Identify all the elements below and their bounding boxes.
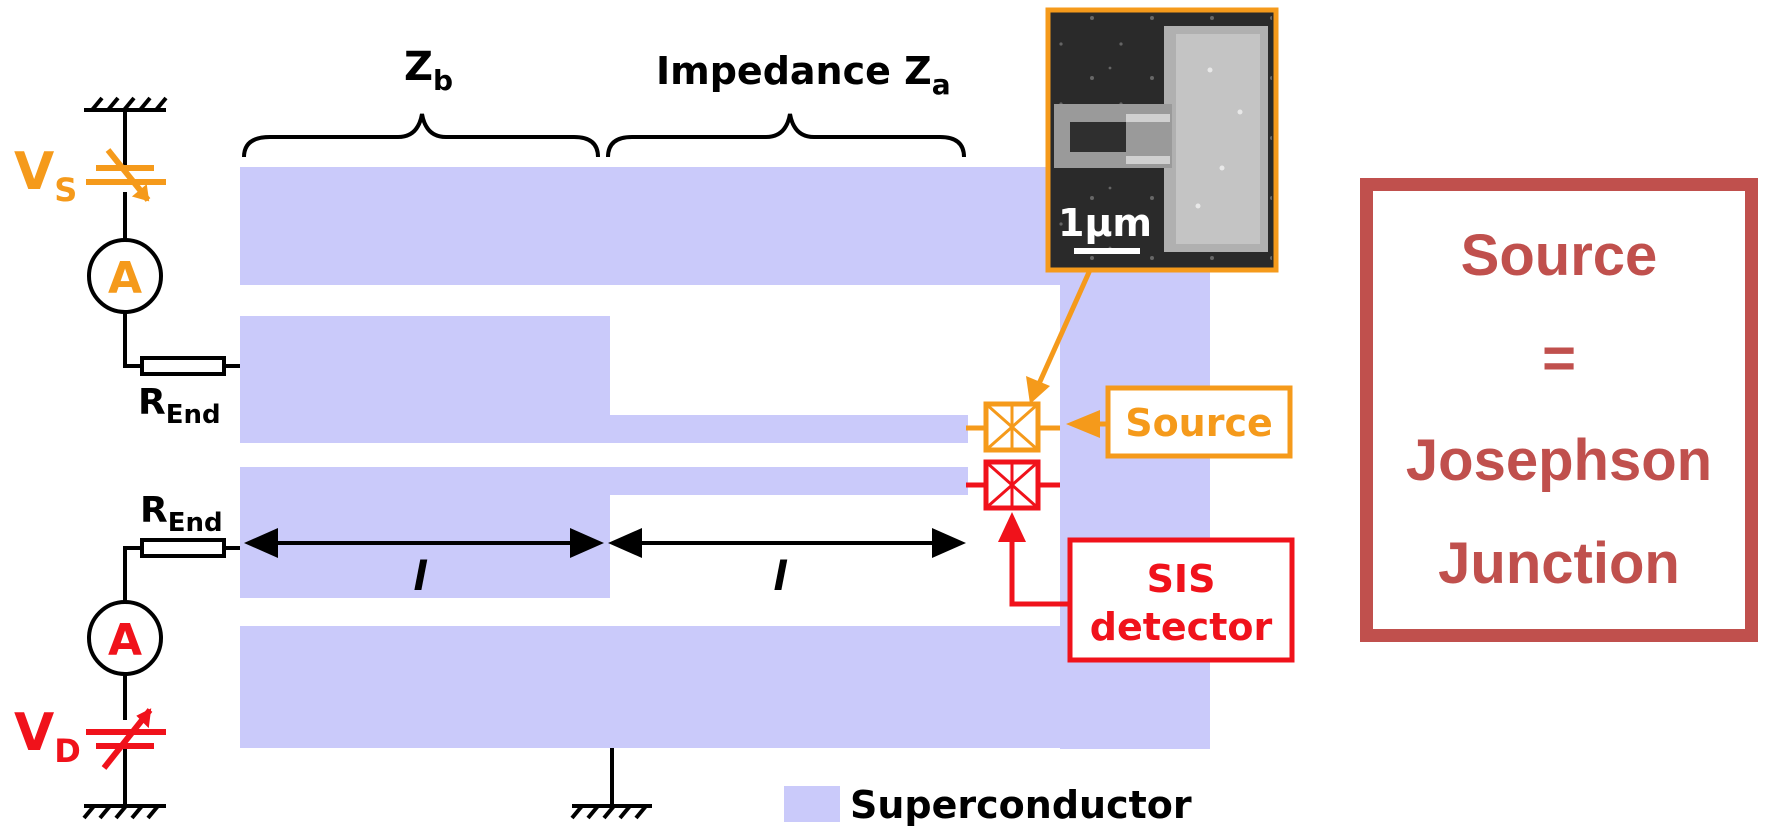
- sem-inset: 1µm: [1026, 7, 1279, 404]
- sis-detector-callout: SIS detector: [998, 512, 1295, 663]
- resistor-top: [140, 356, 226, 376]
- length-arrow-right: [608, 528, 966, 558]
- sis-label-line1: SIS: [1147, 557, 1216, 601]
- sis-label-line2: detector: [1090, 605, 1273, 649]
- sc-detector-line-wide: [240, 467, 610, 598]
- vs-label: VS: [14, 142, 77, 209]
- ammeter-bottom-label: A: [108, 615, 142, 666]
- note-box: Source = Josephson Junction: [1360, 178, 1758, 642]
- scale-bar-label: 1µm: [1058, 201, 1152, 245]
- ammeter-top-label: A: [108, 253, 142, 304]
- legend-swatch: [784, 786, 840, 822]
- detector-bias-circuit: REnd A VD: [14, 490, 240, 820]
- voltage-source-vd: [86, 708, 166, 770]
- detector-junction: [966, 459, 1060, 511]
- voltage-source-vs: [86, 148, 166, 202]
- wire-top-to-resistor: [123, 312, 142, 368]
- ammeter-bottom: [87, 600, 163, 676]
- scale-bar: [1074, 248, 1140, 254]
- wire-bottom-from-resistor: [123, 546, 142, 602]
- brace-za: [606, 113, 966, 158]
- legend-label: Superconductor: [850, 783, 1192, 827]
- length-left-label: l: [413, 554, 428, 600]
- brace-zb: [242, 113, 600, 158]
- ground-symbol-top: [84, 96, 168, 112]
- ammeter-top: [87, 238, 163, 314]
- legend: Superconductor: [784, 783, 1192, 827]
- ground-symbol-bottom-left: [82, 804, 166, 820]
- rend-bottom-label: REnd: [140, 490, 223, 538]
- source-bias-circuit: VS A REnd: [14, 96, 240, 430]
- note-line-1: Source: [1460, 223, 1658, 289]
- zb-label: Zb: [404, 44, 453, 97]
- sc-top-bar: [240, 167, 1062, 285]
- note-line-3: Josephson: [1405, 428, 1713, 494]
- rend-top-label: REnd: [138, 382, 221, 430]
- source-callout: Source: [1066, 385, 1293, 459]
- sem-pointer-line: [1035, 268, 1093, 388]
- sc-bottom-bar: [240, 626, 1062, 748]
- vd-label: VD: [14, 703, 81, 770]
- source-junction: [966, 401, 1060, 453]
- za-label: Impedance Za: [656, 49, 951, 101]
- ground-symbol-bottom-center: [570, 748, 652, 820]
- length-right-label: l: [773, 554, 788, 600]
- note-line-4: Junction: [1438, 530, 1680, 596]
- resistor-bottom: [140, 538, 226, 558]
- source-callout-label: Source: [1125, 401, 1273, 445]
- sc-source-line-narrow: [608, 415, 968, 443]
- note-line-2: =: [1542, 325, 1576, 391]
- sc-source-line-wide: [240, 316, 610, 443]
- length-arrow-left: [244, 528, 604, 558]
